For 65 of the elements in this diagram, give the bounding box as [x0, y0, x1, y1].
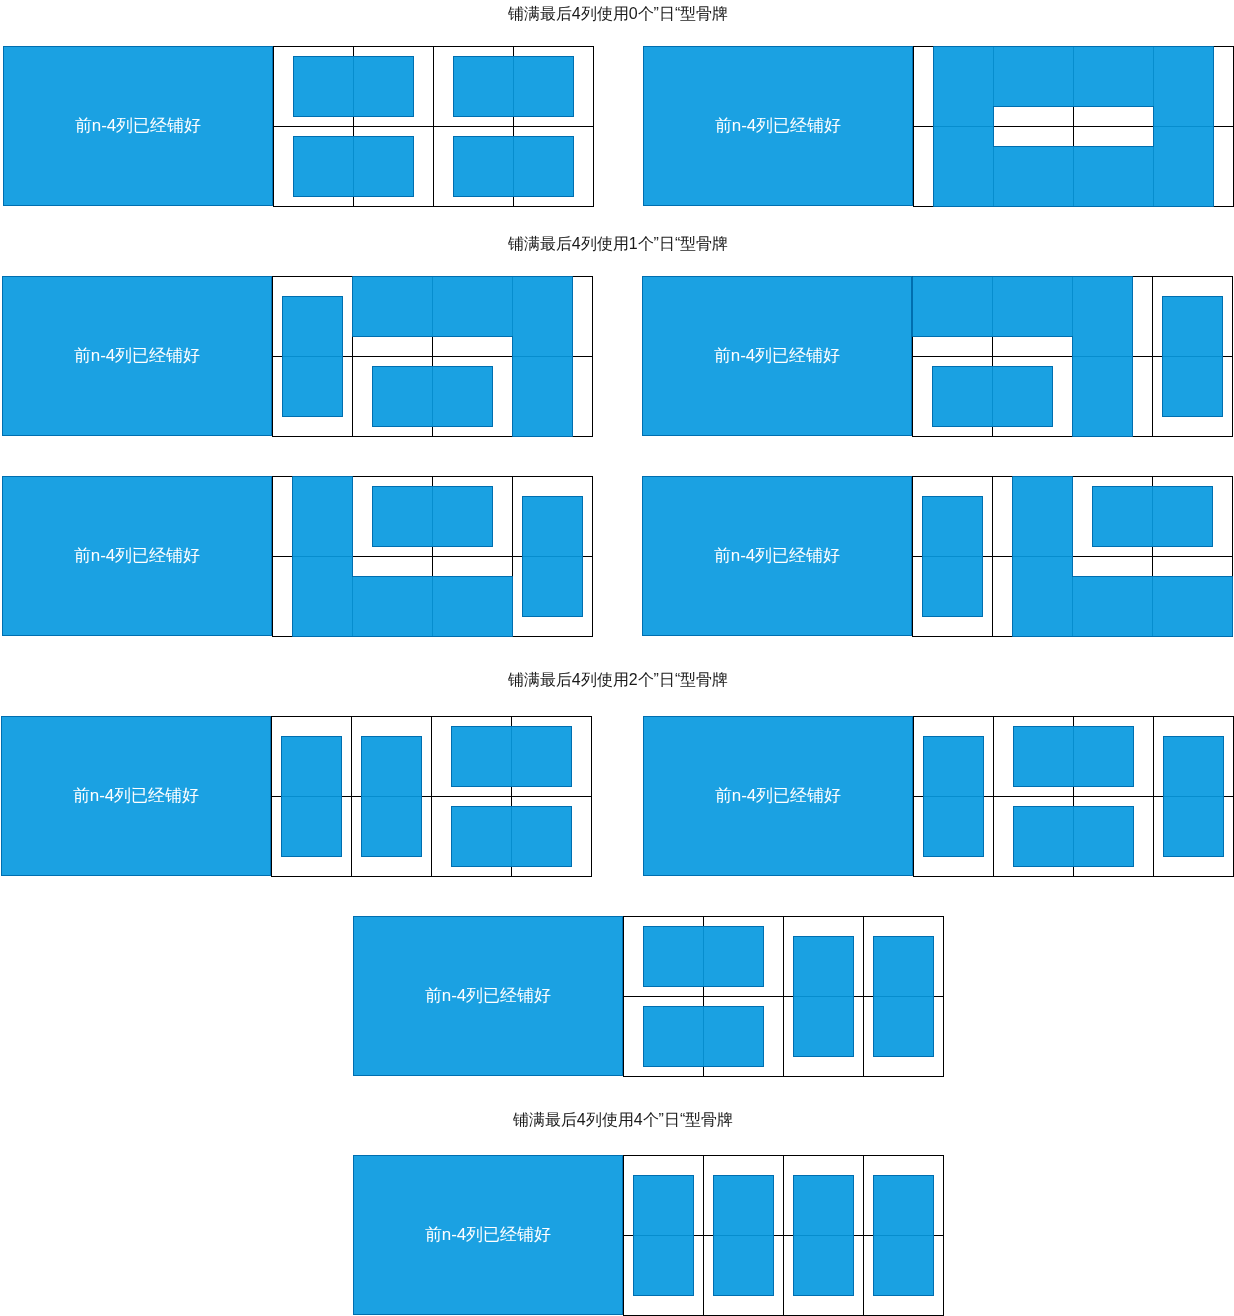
domino-tile: [282, 296, 343, 417]
filled-area-block: [643, 46, 913, 206]
filled-area-block: [642, 476, 912, 636]
l-shaped-tile: [912, 276, 1133, 437]
filled-area-block: [3, 46, 273, 206]
domino-tile: [793, 936, 854, 1057]
section-heading: 铺满最后4列使用4个”日“型骨牌: [512, 1110, 734, 1130]
domino-tile: [451, 726, 572, 787]
domino-tile: [453, 56, 574, 117]
block-label: 前n-4列已经铺好: [74, 115, 202, 137]
tile-grid: [272, 476, 593, 637]
filled-area-block: [642, 276, 912, 436]
block-label: 前n-4列已经铺好: [424, 1224, 552, 1246]
tile-grid: [912, 276, 1233, 437]
filled-area-block: [643, 716, 913, 876]
domino-tile: [932, 366, 1053, 427]
domino-tile: [643, 1006, 764, 1067]
domino-tile: [922, 496, 983, 617]
domino-tile: [1162, 296, 1223, 417]
l-shaped-tile: [1012, 476, 1233, 637]
l-shaped-tile: [352, 276, 573, 437]
domino-tile: [451, 806, 572, 867]
tile-grid: [913, 716, 1234, 877]
domino-tile: [793, 1175, 854, 1296]
tile-grid: [272, 276, 593, 437]
domino-tile: [1013, 806, 1134, 867]
domino-tile: [643, 926, 764, 987]
domino-tile: [1163, 736, 1224, 857]
tile-grid: [623, 1155, 944, 1316]
filled-area-block: [2, 476, 272, 636]
section-heading: 铺满最后4列使用1个”日“型骨牌: [507, 234, 729, 254]
domino-tile: [873, 936, 934, 1057]
l-shaped-tile: [292, 476, 513, 637]
section-heading: 铺满最后4列使用0个”日“型骨牌: [507, 4, 729, 24]
domino-tile: [522, 496, 583, 617]
tile-grid: [912, 476, 1233, 637]
block-label: 前n-4列已经铺好: [713, 545, 841, 567]
block-label: 前n-4列已经铺好: [714, 115, 842, 137]
block-label: 前n-4列已经铺好: [424, 985, 552, 1007]
block-label: 前n-4列已经铺好: [714, 785, 842, 807]
block-label: 前n-4列已经铺好: [72, 785, 200, 807]
filled-area-block: [1, 716, 271, 876]
domino-tile: [293, 56, 414, 117]
domino-tile: [372, 366, 493, 427]
domino-tile: [453, 136, 574, 197]
domino-tile: [361, 736, 422, 857]
domino-tile: [1092, 486, 1213, 547]
domino-tile: [372, 486, 493, 547]
domino-tile: [633, 1175, 694, 1296]
domino-tile: [923, 736, 984, 857]
domino-tile: [293, 136, 414, 197]
filled-area-block: [353, 1155, 623, 1315]
tile-grid: [271, 716, 592, 877]
domino-tile: [281, 736, 342, 857]
block-label: 前n-4列已经铺好: [713, 345, 841, 367]
block-label: 前n-4列已经铺好: [73, 545, 201, 567]
block-label: 前n-4列已经铺好: [73, 345, 201, 367]
filled-area-block: [2, 276, 272, 436]
filled-area-block: [353, 916, 623, 1076]
domino-tile: [713, 1175, 774, 1296]
domino-tile: [1013, 726, 1134, 787]
domino-tile: [873, 1175, 934, 1296]
tile-grid: [623, 916, 944, 1077]
tile-grid: [273, 46, 594, 207]
section-heading: 铺满最后4列使用2个”日“型骨牌: [507, 670, 729, 690]
